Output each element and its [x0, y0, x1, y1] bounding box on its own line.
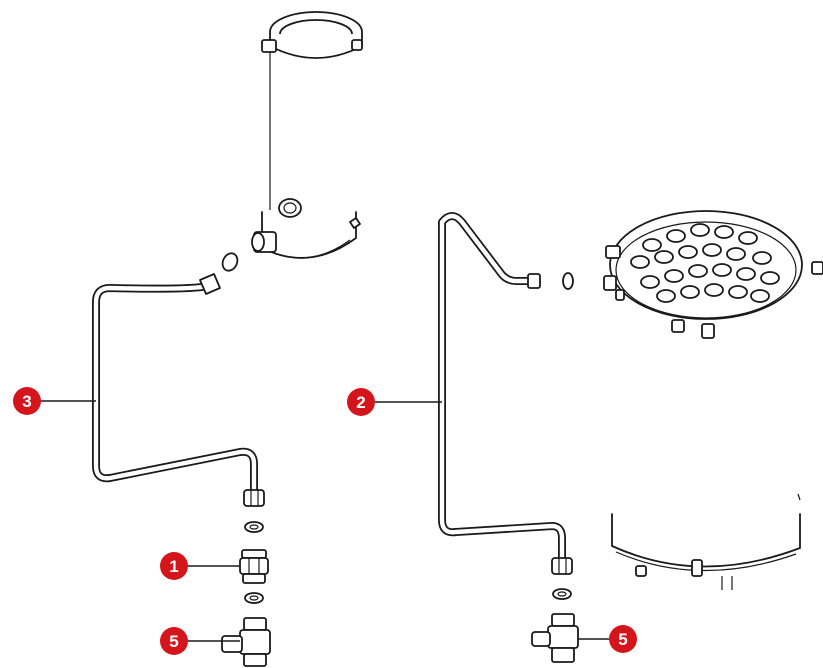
- right-plate-assembly: [562, 210, 823, 339]
- svg-text:1: 1: [169, 557, 178, 576]
- left-tank-assembly: [221, 11, 363, 272]
- leader-lines: [40, 400, 610, 642]
- svg-text:5: 5: [618, 630, 627, 649]
- pipe-3: [92, 273, 265, 507]
- right-fittings: [531, 588, 579, 663]
- callout-2: 2: [347, 388, 375, 416]
- callout-1: 1: [160, 552, 188, 580]
- pipe-2: [438, 212, 573, 575]
- svg-text:5: 5: [169, 632, 178, 651]
- right-tank-body: [611, 493, 801, 590]
- left-fittings: [221, 521, 271, 667]
- callout-5-right: 5: [609, 625, 637, 653]
- svg-text:2: 2: [356, 393, 365, 412]
- plate-holes: [630, 223, 780, 303]
- callout-5-left: 5: [160, 627, 188, 655]
- callout-3: 3: [13, 387, 41, 415]
- svg-text:3: 3: [22, 392, 31, 411]
